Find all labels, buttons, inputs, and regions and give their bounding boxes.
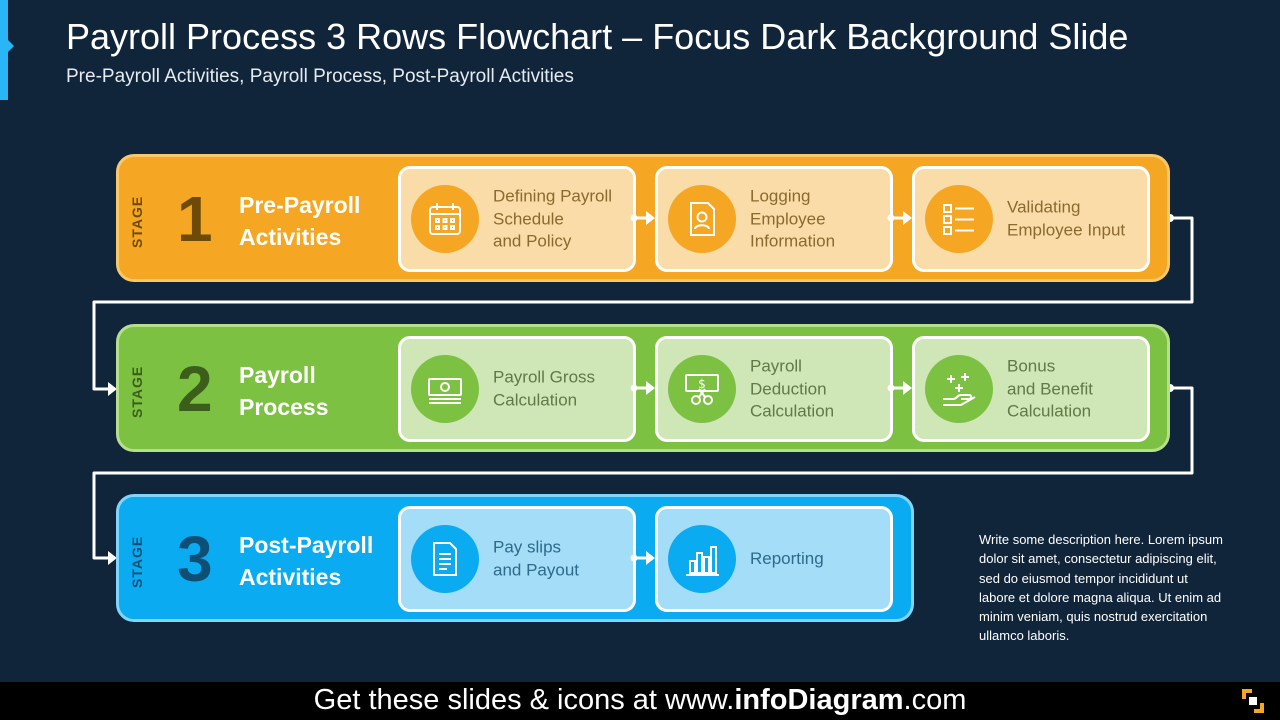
infodiagram-logo-icon — [1240, 687, 1266, 720]
step-label: Pay slips and Payout — [493, 537, 580, 580]
calendar-icon — [411, 185, 479, 253]
connector-row1-to-row2 — [92, 216, 1194, 391]
step-label: Bonus and Benefit Calculation — [1007, 356, 1094, 421]
step-card: Payroll Gross Calculation — [398, 336, 636, 442]
svg-text:$: $ — [698, 377, 706, 391]
bar-chart-icon — [668, 525, 736, 593]
stage-row-1: STAGE 1 Pre-Payroll Activities Defining … — [116, 154, 1170, 282]
stage-number: 2 — [177, 353, 213, 425]
step-label: Validating Employee Input — [1007, 197, 1126, 240]
arrow-head — [108, 551, 117, 565]
step-label: Payroll Gross Calculation — [493, 367, 596, 410]
connector-row2-to-row3 — [92, 386, 1194, 560]
stage-title: Post-Payroll Activities — [239, 532, 374, 590]
stage-number: 3 — [177, 523, 213, 595]
checklist-icon — [925, 185, 993, 253]
payslip-icon — [411, 525, 479, 593]
step-card: Logging Employee Information — [655, 166, 893, 272]
page-title: Payroll Process 3 Rows Flowchart – Focus… — [66, 16, 1129, 57]
stage-number: 1 — [177, 183, 213, 255]
stage-title: Pre-Payroll Activities — [239, 192, 361, 250]
step-card: Bonus and Benefit Calculation — [912, 336, 1150, 442]
step-card: Pay slips and Payout — [398, 506, 636, 612]
footer-prefix: Get these slides & icons at www. — [313, 684, 735, 716]
hand-plus-icon — [925, 355, 993, 423]
description-text: Write some description here. Lorem ipsum… — [979, 532, 1223, 644]
step-label: Defining Payroll Schedule and Policy — [493, 186, 613, 251]
step-card: $ Payroll Deduction Calculation — [655, 336, 893, 442]
footer-brand: infoDiagram — [734, 684, 904, 716]
step-card: Validating Employee Input — [912, 166, 1150, 272]
step-card: Defining Payroll Schedule and Policy — [398, 166, 636, 272]
arrow-head — [108, 382, 117, 396]
step-label: Reporting — [750, 548, 824, 568]
stage-title: Payroll Process — [239, 362, 329, 420]
page-subtitle: Pre-Payroll Activities, Payroll Process,… — [66, 66, 574, 87]
footer-text: Get these slides & icons at www.infoDiag… — [0, 684, 1280, 717]
footer-bar: Get these slides & icons at www.infoDiag… — [0, 682, 1280, 720]
step-card: Reporting — [655, 506, 893, 612]
cut-money-icon: $ — [668, 355, 736, 423]
footer-suffix: .com — [903, 684, 967, 716]
step-label: Payroll Deduction Calculation — [750, 356, 835, 421]
stage-row-3: STAGE 3 Post-Payroll Activities Pay slip… — [116, 494, 914, 622]
banknotes-icon — [411, 355, 479, 423]
side-accent-tab — [0, 0, 14, 100]
step-label: Logging Employee Information — [750, 186, 836, 251]
employee-document-icon — [668, 185, 736, 253]
